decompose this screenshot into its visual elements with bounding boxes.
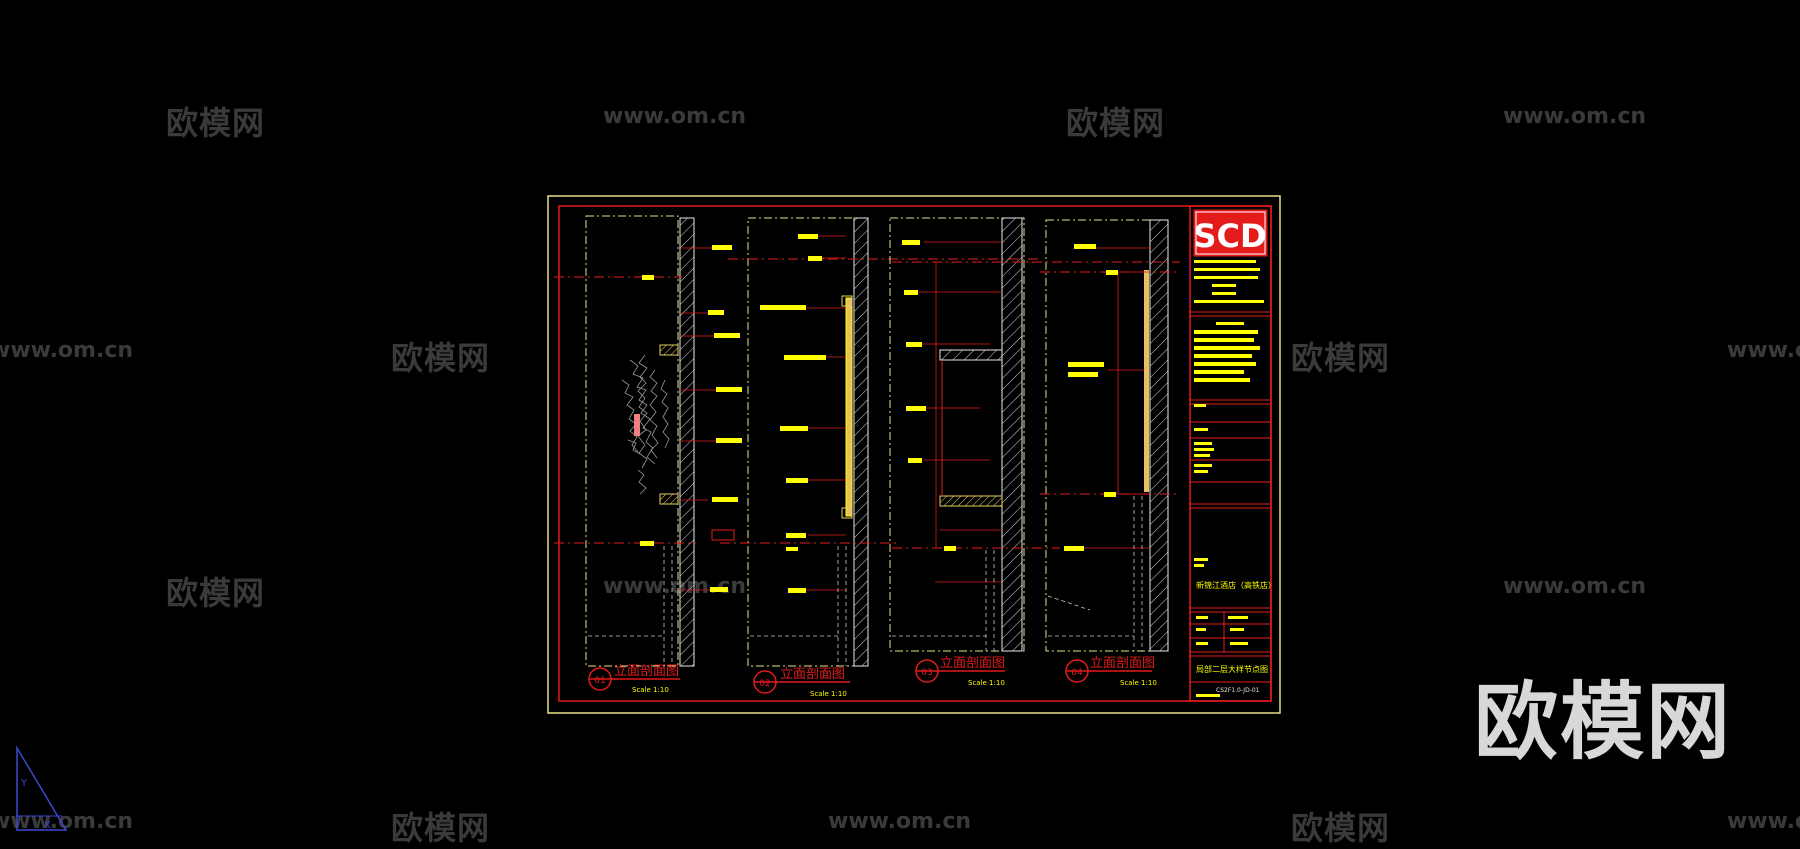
ucs-x-label: X (44, 820, 51, 831)
section-04-drawing[interactable] (1040, 219, 1180, 652)
watermark-brand: 欧模网 (1291, 339, 1391, 377)
watermark-url: www.om.cn (1503, 574, 1647, 599)
section-03-drawing[interactable] (889, 217, 1180, 652)
watermark-logo: 欧模网 (1474, 673, 1733, 771)
section-01-number: 01 (594, 676, 605, 686)
sheet-number: CS2F1.0-JD-01 (1216, 687, 1260, 694)
watermark-brand: 欧模网 (166, 574, 266, 612)
section-03-scale: Scale 1:10 (968, 679, 1005, 687)
watermark-url: www.om.cn (603, 104, 747, 129)
scd-logo: SCD (1193, 217, 1266, 255)
ucs-y-label: Y (20, 778, 28, 789)
section-02-drawing[interactable] (720, 217, 1040, 667)
watermark-brand: 欧模网 (391, 809, 491, 847)
section-04-title: 立面剖面图 (1090, 656, 1155, 671)
section-04-number: 04 (1071, 668, 1083, 678)
section-03-number: 03 (921, 668, 932, 678)
watermark-brand: 欧模网 (1066, 104, 1166, 142)
watermark-brand: 欧模网 (166, 104, 266, 142)
section-03-title: 立面剖面图 (940, 656, 1005, 671)
watermark-url: www.om.cn (1727, 809, 1800, 834)
ucs-icon: Y X (16, 745, 68, 831)
section-02-title: 立面剖面图 (780, 667, 845, 682)
project-name: 新锦江酒店（高铁店） (1196, 580, 1276, 590)
sheet-outer-frame (547, 195, 1281, 714)
watermark-brand: 欧模网 (391, 339, 491, 377)
section-04-scale: Scale 1:10 (1120, 679, 1157, 687)
section-title-marks (588, 659, 1152, 694)
watermark-url: www.om.cn (1727, 338, 1800, 363)
sheet-title: 局部二层大样节点图 (1196, 664, 1268, 674)
watermark-url: www.om.cn (603, 574, 747, 599)
watermark-url: www.om.cn (828, 809, 972, 834)
section-01-scale: Scale 1:10 (632, 686, 669, 694)
watermark-brand: 欧模网 (1291, 809, 1391, 847)
watermark-url: www.om.cn (1503, 104, 1647, 129)
title-block[interactable] (1189, 205, 1272, 702)
watermark-url: www.om.cn (0, 338, 134, 363)
section-01-drawing[interactable] (554, 215, 742, 667)
section-02-scale: Scale 1:10 (810, 690, 847, 698)
section-02-number: 02 (759, 679, 770, 689)
section-01-title: 立面剖面图 (614, 664, 679, 679)
